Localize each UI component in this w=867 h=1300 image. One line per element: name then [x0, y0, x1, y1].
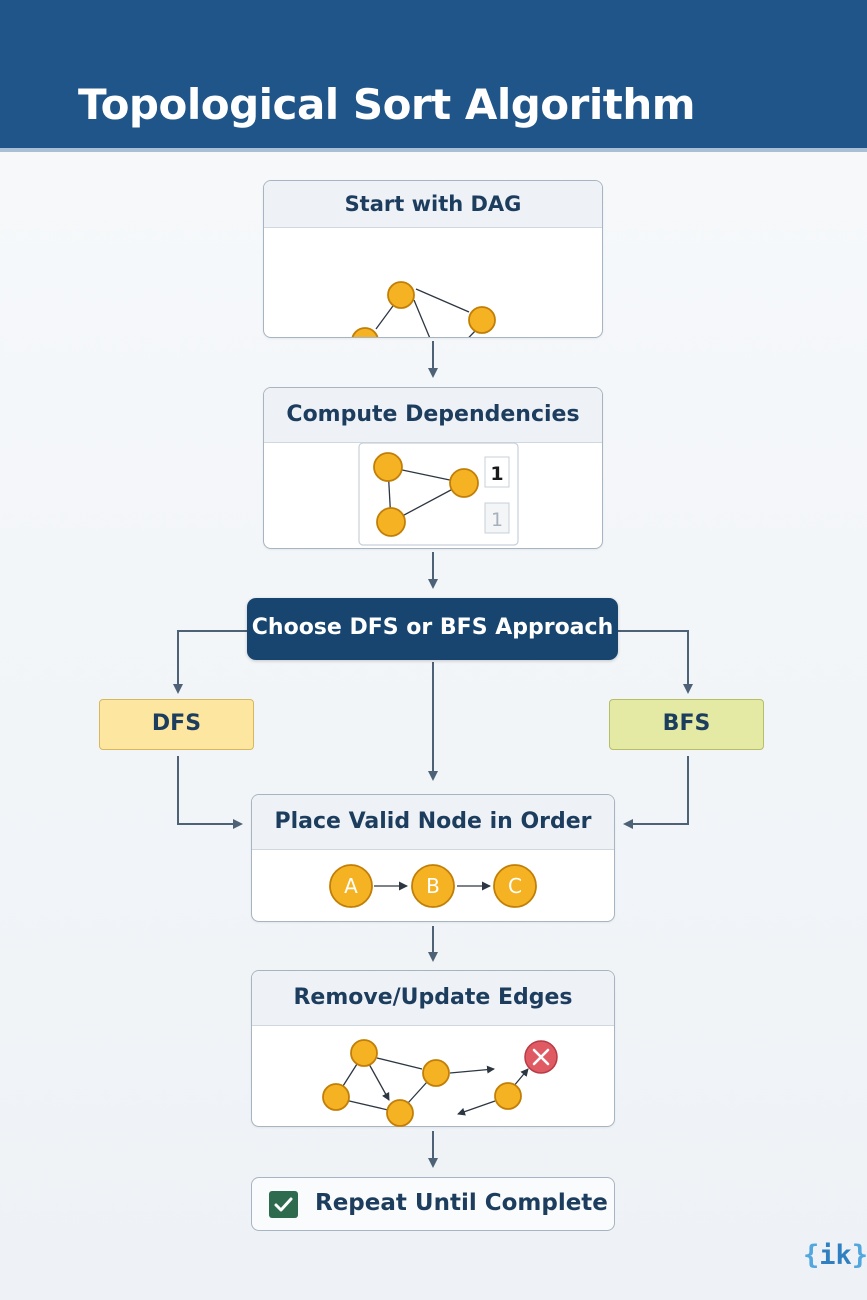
- step-place-title: Place Valid Node in Order: [252, 795, 614, 850]
- header-banner: Topological Sort Algorithm: [0, 0, 867, 152]
- arrow-dfs-to-place: [177, 756, 243, 829]
- dag-node: [468, 306, 496, 334]
- step-remove-card: Remove/Update Edges: [251, 970, 615, 1127]
- page-title: Topological Sort Algorithm: [78, 80, 696, 129]
- step-place-card: Place Valid Node in Order: [251, 794, 615, 922]
- dag-edge: [413, 299, 431, 337]
- checkmark-icon: [269, 1191, 298, 1218]
- arrow-bfs-to-place: [623, 756, 689, 829]
- step-remove-title: Remove/Update Edges: [252, 971, 614, 1026]
- dag-edge: [415, 288, 470, 313]
- step-repeat-card: Repeat Until Complete: [251, 1177, 615, 1231]
- step-start-card: Start with DAG: [263, 180, 603, 338]
- ik-logo: {ik}: [803, 1240, 867, 1271]
- arrow-choose-to-bfs: [618, 630, 693, 694]
- choose-approach-node: Choose DFS or BFS Approach: [247, 598, 618, 660]
- step-dependencies-card: Compute Dependencies: [263, 387, 603, 549]
- step-dependencies-title: Compute Dependencies: [264, 388, 602, 443]
- step-start-title: Start with DAG: [264, 181, 602, 228]
- dag-graph-illustration: [351, 281, 496, 337]
- dag-node: [351, 327, 379, 337]
- dfs-option: DFS: [99, 699, 254, 750]
- dag-node: [387, 281, 415, 309]
- dag-edge: [468, 328, 478, 337]
- step-repeat-title: Repeat Until Complete: [315, 1190, 608, 1216]
- bfs-option: BFS: [609, 699, 764, 750]
- arrow-choose-to-dfs: [173, 630, 247, 694]
